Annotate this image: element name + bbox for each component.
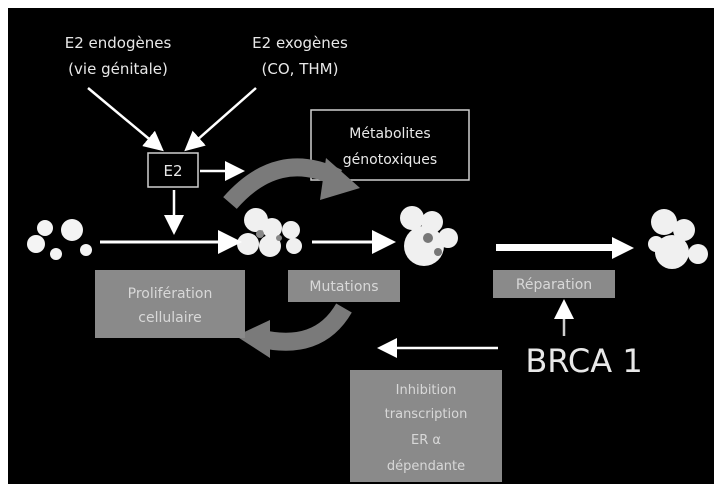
reparation-label: Réparation — [516, 277, 592, 293]
mutations-label: Mutations — [309, 279, 378, 295]
inhibition-sublabel-3: dépendante — [387, 459, 465, 474]
lower-cycle-arrow-body — [255, 303, 352, 351]
reparation-box — [493, 270, 615, 298]
endogenous-arrow — [87, 87, 164, 152]
proliferation-sublabel: cellulaire — [138, 310, 201, 326]
endogenous-label: E2 endogènes — [65, 34, 172, 52]
lower-cycle-arrowhead — [236, 320, 270, 358]
brca1-label: BRCA 1 — [525, 342, 642, 380]
exogenous-label: E2 exogènes — [252, 34, 348, 52]
proliferating-cells-icon — [237, 208, 302, 257]
proliferation-box — [95, 270, 245, 338]
pathway-arrow-3-head — [612, 237, 634, 259]
upper-cycle-arrowhead — [320, 158, 360, 200]
inhibition-sublabel-1: transcription — [385, 407, 468, 422]
proliferation-label: Prolifération — [128, 286, 213, 302]
diagram-canvas: E2 endogènes (vie génitale) E2 exogènes … — [27, 34, 708, 482]
e2-box — [147, 152, 199, 188]
inhibition-label: Inhibition — [396, 383, 457, 398]
e2-label: E2 — [163, 162, 182, 180]
mutated-cells-icon — [400, 206, 458, 266]
pathway-arrow-3 — [496, 244, 612, 251]
tumor-cells-icon — [648, 209, 708, 269]
inhibition-sublabel-2: ER α — [411, 433, 441, 448]
metabolites-label: Métabolites — [349, 126, 430, 142]
exogenous-arrow — [184, 87, 257, 152]
exogenous-sublabel: (CO, THM) — [262, 60, 339, 78]
endogenous-sublabel: (vie génitale) — [68, 60, 168, 78]
inhibition-box — [350, 370, 502, 482]
diagram-slide: E2 endogènes (vie génitale) E2 exogènes … — [8, 8, 714, 484]
mutations-box — [288, 270, 400, 302]
normal-cells-icon — [27, 219, 92, 260]
metabolites-sublabel: génotoxiques — [343, 152, 437, 168]
